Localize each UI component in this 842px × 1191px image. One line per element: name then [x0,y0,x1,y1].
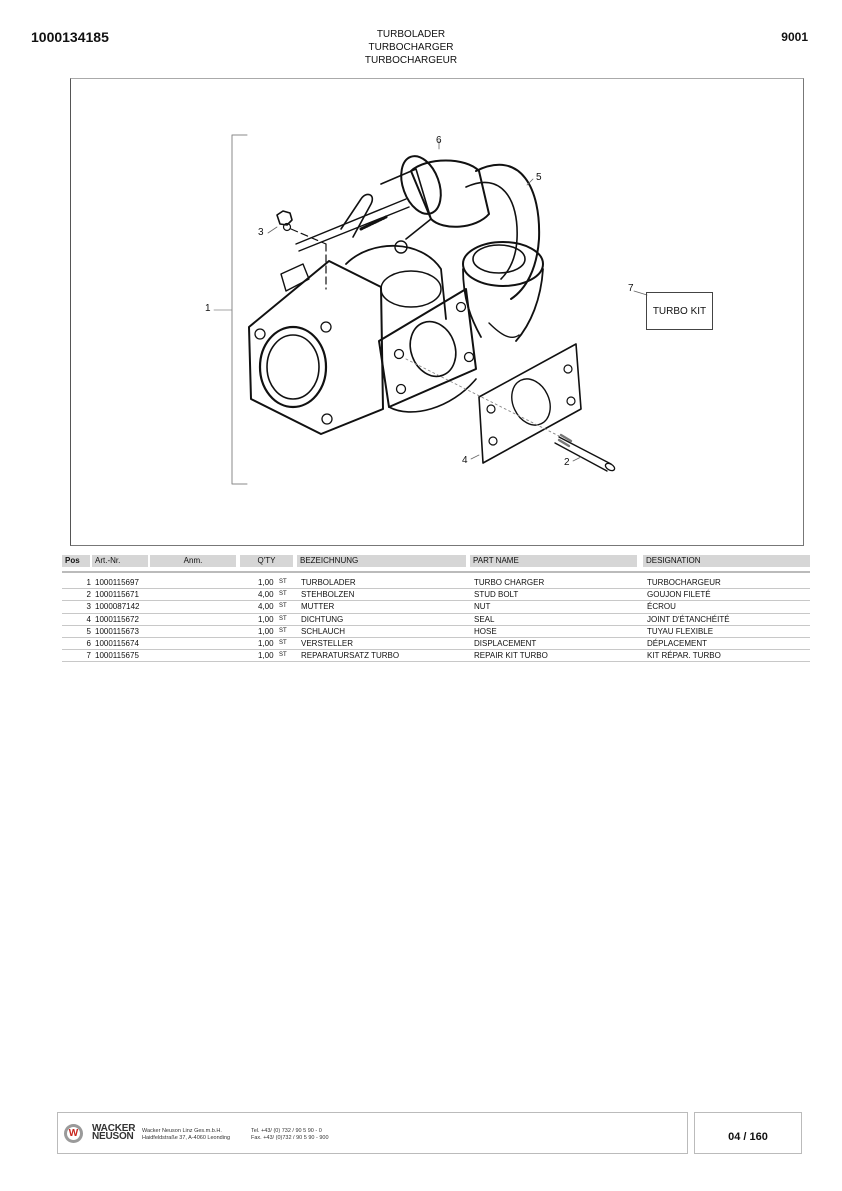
cell-pos: 1 [86,578,91,587]
cell-unit: ST [279,579,287,585]
cell-qty: 4,00 [258,590,274,600]
cell-bezeichnung: TURBOLADER [301,578,356,587]
cell-qty: 1,00 [258,626,274,636]
cell-art-nr: 1000115697 [95,578,139,587]
logo-line-1: WACKER [92,1123,136,1134]
cell-art-nr: 1000115672 [95,614,139,624]
cell-bezeichnung: VERSTELLER [301,638,354,648]
table-row: 1 1000115697 1,00 ST TURBOLADER TURBO CH… [62,577,810,590]
header-art-nr: Art.-Nr. [92,555,148,567]
title-fr: TURBOCHARGEUR [364,55,458,66]
cell-designation: ÉCROU [647,602,676,612]
logo-wordmark: WACKER NEUSON [92,1123,136,1142]
cell-art-nr: 1000115675 [95,651,139,661]
table-row: 3 1000087142 4,00 ST MUTTER NUT ÉCROU [62,601,810,614]
company-contact: Tel. +43/ (0) 732 / 90 5 90 - 0 Fax. +43… [251,1128,329,1142]
cell-designation: TUYAU FLEXIBLE [647,626,714,636]
cell-bezeichnung: REPARATURSATZ TURBO [301,651,400,661]
header-qty: Q'TY [240,555,293,567]
title-en: TURBOCHARGER [368,42,454,53]
cell-part-name: SEAL [474,614,495,624]
wacker-neuson-logo-icon: W [64,1124,83,1143]
cell-designation: TURBOCHARGEUR [647,578,721,587]
cell-pos: 2 [86,590,91,600]
cell-part-name: HOSE [474,626,497,636]
cell-part-name: REPAIR KIT TURBO [474,651,548,661]
callout-4: 4 [462,455,468,466]
title-de: TURBOLADER [376,29,446,40]
cell-art-nr: 1000115673 [95,626,139,636]
callout-7: 7 [628,283,634,294]
callout-2: 2 [564,457,570,468]
cell-art-nr: 1000115674 [95,638,139,648]
cell-qty: 1,00 [258,614,274,624]
cell-part-name: STUD BOLT [474,590,519,600]
cell-qty: 1,00 [258,638,274,648]
cell-pos: 4 [86,614,91,624]
document-number: 1000134185 [31,29,109,45]
cell-designation: DÉPLACEMENT [647,638,708,648]
table-row: 2 1000115671 4,00 ST STEHBOLZEN STUD BOL… [62,589,810,602]
logo-line-2: NEUSON [92,1131,134,1142]
header-bezeichnung: BEZEICHNUNG [297,555,466,567]
company-name: Wacker Neuson Linz Ges.m.b.H. [142,1128,222,1134]
logo-glyph: W [67,1127,80,1140]
cell-designation: KIT RÉPAR. TURBO [647,651,721,661]
cell-unit: ST [279,615,287,622]
header-anm: Anm. [150,555,236,567]
cell-pos: 7 [86,651,91,661]
cell-unit: ST [279,639,287,646]
callout-6: 6 [436,135,442,146]
callout-3: 3 [258,227,264,238]
header-rule [62,571,810,573]
telephone: Tel. +43/ (0) 732 / 90 5 90 - 0 [251,1128,322,1134]
page-number: 04 / 160 [728,1131,768,1143]
cell-unit: ST [279,627,287,634]
footer-company-box: W WACKER NEUSON Wacker Neuson Linz Ges.m… [57,1112,688,1154]
title-block: TURBOLADER TURBOCHARGER TURBOCHARGEUR [300,28,522,67]
cell-bezeichnung: DICHTUNG [301,614,344,624]
turbocharger-drawing [213,134,648,485]
cell-part-name: TURBO CHARGER [474,578,545,587]
cell-art-nr: 1000087142 [95,602,140,612]
cell-qty: 1,00 [258,578,274,587]
cell-unit: ST [279,603,287,610]
cell-part-name: DISPLACEMENT [474,638,537,648]
cell-qty: 1,00 [258,651,274,661]
cell-designation: JOINT D'ÉTANCHÉITÉ [647,614,730,624]
table-row: 4 1000115672 1,00 ST DICHTUNG SEAL JOINT… [62,614,810,626]
group-code: 9001 [781,30,808,44]
cell-unit: ST [279,591,287,598]
cell-art-nr: 1000115671 [95,590,139,600]
exploded-diagram-frame: 1 2 3 4 5 6 7 [70,78,804,546]
cell-bezeichnung: SCHLAUCH [301,626,346,636]
cell-pos: 5 [86,626,91,636]
table-row: 7 1000115675 1,00 ST REPARATURSATZ TURBO… [62,650,810,663]
table-row: 5 1000115673 1,00 ST SCHLAUCH HOSE TUYAU… [62,626,810,638]
header-part-name: PART NAME [470,555,637,567]
cell-bezeichnung: STEHBOLZEN [301,590,355,600]
cell-bezeichnung: MUTTER [301,602,335,612]
parts-table-body: 1 1000115697 1,00 ST TURBOLADER TURBO CH… [62,577,810,663]
page-number-box: 04 / 160 [694,1112,802,1154]
company-street: Haidfeldstraße 37, A-4060 Leonding [142,1135,231,1141]
cell-unit: ST [279,652,287,659]
cell-designation: GOUJON FILETÉ [647,590,711,600]
turbo-kit-box: TURBO KIT [646,292,713,330]
callout-5: 5 [536,172,542,183]
cell-pos: 6 [86,638,91,648]
cell-pos: 3 [86,602,91,612]
header-pos: Pos [62,555,90,567]
cell-qty: 4,00 [258,602,274,612]
header-designation: DESIGNATION [643,555,810,567]
fax: Fax. +43/ (0)732 / 90 5 90 - 900 [251,1135,329,1141]
company-address: Wacker Neuson Linz Ges.m.b.H. Haidfeldst… [142,1128,230,1142]
cell-part-name: NUT [474,602,491,612]
table-row: 6 1000115674 1,00 ST VERSTELLER DISPLACE… [62,638,810,651]
callout-1: 1 [205,303,211,314]
